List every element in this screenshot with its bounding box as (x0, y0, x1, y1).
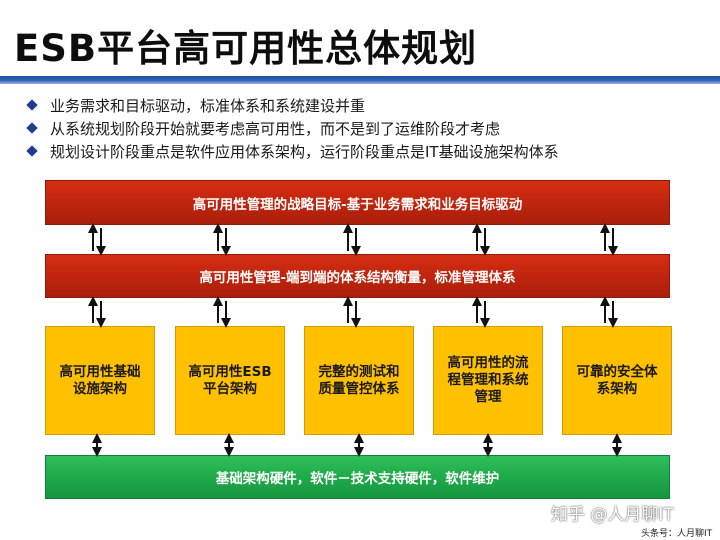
bullet-text: 业务需求和目标驱动，标准体系和系统建设并重 (50, 96, 366, 115)
title-underline (0, 76, 720, 84)
pillar-label: 可靠的安全体系架构 (576, 363, 658, 397)
watermark: 知乎 @人月聊IT (551, 505, 674, 525)
bullet-item: 业务需求和目标驱动，标准体系和系统建设并重 (22, 94, 559, 116)
pillar-infrastructure: 高可用性基础设施架构 (45, 326, 155, 435)
strategy-bar: 高可用性管理的战略目标-基于业务需求和业务目标驱动 (45, 180, 670, 225)
pillar-label: 高可用性的流程管理和系统管理 (447, 355, 529, 405)
bullet-list: 业务需求和目标驱动，标准体系和系统建设并重 从系统规划阶段开始就要考虑高可用性，… (22, 94, 559, 163)
bullet-text: 从系统规划阶段开始就要考虑高可用性，而不是到了运维阶段才考虑 (50, 119, 501, 138)
bullet-text: 规划设计阶段重点是软件应用体系架构，运行阶段重点是IT基础设施架构体系 (50, 142, 559, 161)
pillar-label: 高可用性ESB平台架构 (188, 363, 272, 397)
bullet-item: 规划设计阶段重点是软件应用体系架构，运行阶段重点是IT基础设施架构体系 (22, 140, 559, 162)
foundation-bar: 基础架构硬件，软件－技术支持硬件，软件维护 (45, 455, 670, 499)
pillar-label: 完整的测试和质量管控体系 (318, 363, 400, 397)
pillar-process-management: 高可用性的流程管理和系统管理 (433, 326, 543, 435)
pillar-security: 可靠的安全体系架构 (562, 326, 672, 435)
bullet-item: 从系统规划阶段开始就要考虑高可用性，而不是到了运维阶段才考虑 (22, 117, 559, 139)
pillar-esb-platform: 高可用性ESB平台架构 (175, 326, 285, 435)
pillar-label: 高可用性基础设施架构 (59, 363, 141, 397)
page-title: ESB平台高可用性总体规划 (14, 27, 478, 70)
source-label: 头条号：人月聊IT (641, 529, 713, 539)
